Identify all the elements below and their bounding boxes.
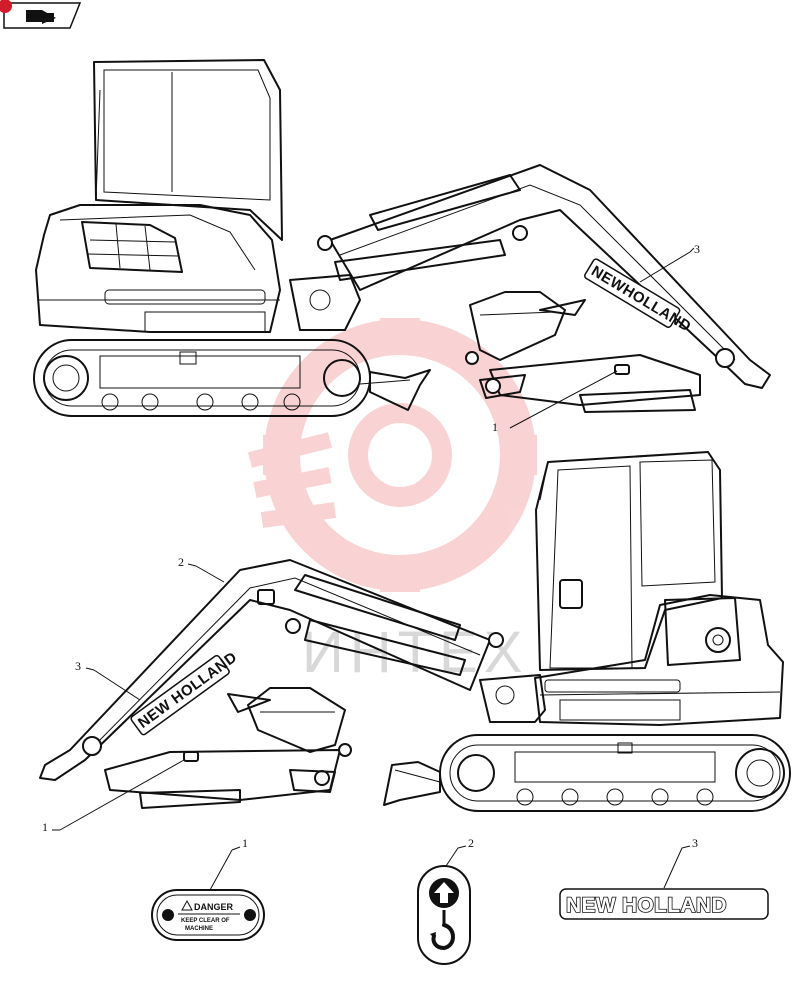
callout-top-1: 1 [492, 370, 618, 434]
svg-text:3: 3 [75, 659, 81, 673]
boom-decal-text-top: NEWHOLLAND [588, 263, 694, 336]
svg-text:1: 1 [242, 836, 248, 850]
hook-icon [430, 910, 455, 951]
bucket-top [465, 291, 586, 399]
decal-3-brand: 3 NEW HOLLAND [559, 836, 769, 920]
nav-dot[interactable] [0, 0, 12, 13]
arrow-up-icon [429, 878, 459, 908]
watermark-logo [248, 318, 537, 592]
callout-bottom-1: 1 [42, 759, 185, 834]
bucket-bottom [227, 687, 352, 793]
cab-top [93, 59, 283, 241]
decal-1-danger: 1 DANGER KEEP CLEAR OF MACHINE [151, 836, 265, 941]
upper-body-bottom [534, 594, 784, 726]
nav-tab[interactable] [3, 2, 82, 29]
callout-top-3: 3 [639, 242, 700, 283]
svg-text:1: 1 [492, 420, 498, 434]
svg-text:2: 2 [178, 555, 184, 569]
svg-text:3: 3 [694, 242, 700, 256]
svg-text:3: 3 [692, 836, 698, 850]
track-top [33, 339, 371, 417]
warning-icon [181, 899, 193, 911]
excavator-top-view: NEWHOLLAND [33, 59, 771, 417]
decal-2-lifting-point: 2 [417, 836, 474, 965]
excavator-pictogram-icon [162, 909, 256, 921]
section-icon [26, 10, 56, 24]
brand-decal-text: NEW HOLLAND [566, 894, 727, 917]
svg-text:DANGER: DANGER [194, 902, 234, 912]
svg-text:2: 2 [468, 836, 474, 850]
gear-icon [248, 318, 537, 592]
svg-text:1: 1 [42, 820, 48, 834]
cab-bottom [535, 451, 723, 671]
upper-body-top [35, 204, 281, 333]
svg-text:MACHINE: MACHINE [185, 926, 213, 932]
svg-text:KEEP CLEAR OF: KEEP CLEAR OF [181, 918, 230, 924]
callout-bottom-2: 2 [178, 555, 225, 583]
track-bottom [439, 734, 791, 812]
callout-bottom-3: 3 [75, 659, 141, 701]
